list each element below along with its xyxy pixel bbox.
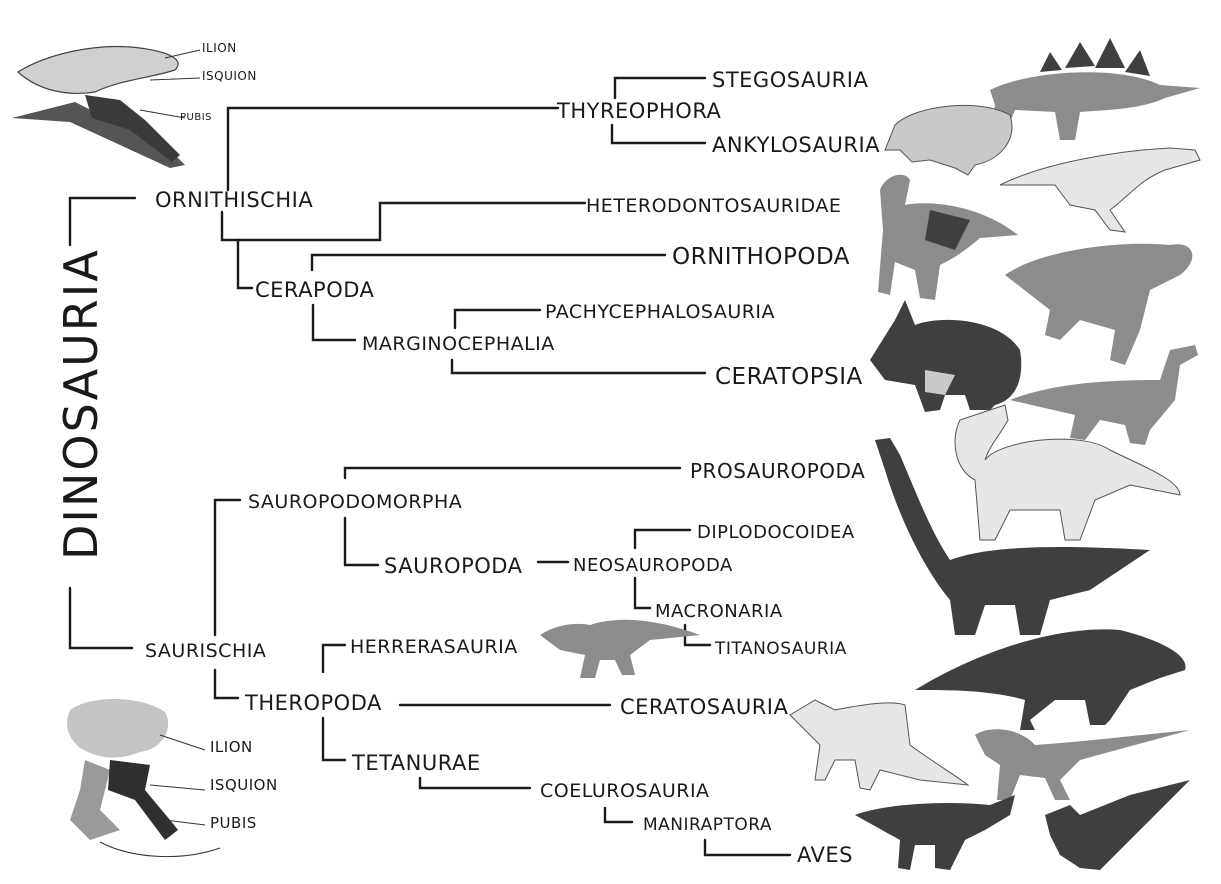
- saurischian-isquion-bone: [108, 760, 178, 840]
- branch-diplodocoidea: [635, 530, 690, 548]
- herrerasaurus-illustration: [540, 620, 700, 678]
- branch-root-bottom: [70, 588, 132, 648]
- label-ornithischia: ORNITHISCHIA: [155, 188, 313, 212]
- branch-macronaria: [635, 578, 650, 608]
- prosauropod-illustration: [1010, 345, 1198, 445]
- label-heterodontosauridae: HETERODONTOSAURIDAE: [586, 195, 841, 217]
- stegosaurus-illustration: [990, 38, 1200, 140]
- saurischian-pubis-label: PUBIS: [210, 814, 257, 832]
- branch-theropoda: [215, 670, 238, 698]
- branch-coelurosauria: [420, 778, 530, 788]
- ornithischian-pubis-label: PUBIS: [180, 112, 212, 123]
- branch-sauropodomorpha: [215, 500, 240, 635]
- ornithischian-ilion-label: ILION: [202, 41, 237, 55]
- label-tetanurae: TETANURAE: [351, 751, 481, 775]
- ornithischian-ilion-bone: [18, 47, 178, 94]
- ankylosaurus-illustration: [885, 105, 1012, 175]
- label-aves: AVES: [797, 843, 853, 867]
- label-titanosauria: TITANOSAURIA: [714, 639, 847, 659]
- saurischian-isquion-label: ISQUION: [210, 776, 278, 794]
- root-label-dinosauria: DINOSAURIA: [54, 248, 108, 560]
- ornithopod-illustration: [1000, 148, 1200, 232]
- branch-tetanurae: [323, 718, 345, 760]
- branch-ceratopsia: [452, 360, 705, 373]
- label-neosauropoda: NEOSAUROPODA: [573, 555, 733, 576]
- label-saurischia: SAURISCHIA: [145, 640, 266, 662]
- label-sauropoda: SAUROPODA: [384, 554, 523, 578]
- label-ceratopsia: CERATOPSIA: [715, 364, 863, 390]
- hadrosaur-illustration: [878, 175, 1018, 300]
- branch-aves: [705, 840, 790, 855]
- label-maniraptora: MANIRAPTORA: [643, 815, 772, 835]
- label-ornithopoda: ORNITHOPODA: [672, 244, 850, 270]
- branch-sauropoda: [345, 518, 378, 565]
- label-ceratosauria: CERATOSAURIA: [620, 695, 789, 719]
- label-ankylosauria: ANKYLOSAURIA: [712, 133, 880, 157]
- branch-pachy: [455, 310, 540, 328]
- label-theropoda: THEROPODA: [244, 691, 382, 715]
- branch-root-top: [70, 198, 135, 245]
- branch-marginocephalia: [313, 305, 355, 340]
- label-pachycephalosauria: PACHYCEPHALOSAURIA: [545, 301, 775, 323]
- branch-ornithopoda: [312, 255, 665, 270]
- label-marginocephalia: MARGINOCEPHALIA: [362, 333, 555, 355]
- tyrannosaur-illustration: [915, 629, 1186, 730]
- label-sauropodomorpha: SAUROPODOMORPHA: [248, 491, 462, 513]
- saurischian-ilion-label: ILION: [210, 738, 253, 756]
- branch-herrerasauria: [323, 645, 345, 672]
- label-stegosauria: STEGOSAURIA: [712, 68, 868, 92]
- pachycephalosaur-illustration: [1005, 244, 1192, 365]
- saurischian-pelvis-illustration: ILION ISQUION PUBIS: [67, 699, 278, 857]
- label-herrerasauria: HERRERASAURIA: [350, 636, 518, 658]
- saurischian-ilion-bone: [67, 699, 168, 758]
- branch-thyreophora: [228, 108, 558, 190]
- label-coelurosauria: COELUROSAURIA: [540, 780, 710, 802]
- branch-ornithischia-stem: [222, 212, 238, 240]
- maniraptoran-illustration: [855, 795, 1015, 870]
- branch-maniraptora: [605, 808, 632, 822]
- label-prosauropoda: PROSAUROPODA: [690, 459, 865, 483]
- spinosaur-illustration: [790, 700, 968, 790]
- label-macronaria: MACRONARIA: [655, 601, 783, 622]
- branch-stegosauria: [615, 78, 705, 98]
- ornithischian-pelvis-illustration: ILION ISQUION PUBIS: [12, 41, 257, 168]
- ceratopsian-illustration: [870, 300, 1021, 412]
- label-diplodocoidea: DIPLODOCOIDEA: [697, 522, 855, 543]
- label-thyreophora: THYREOPHORA: [556, 99, 722, 123]
- label-cerapoda: CERAPODA: [255, 278, 375, 302]
- ornithischian-isquion-label: ISQUION: [202, 69, 257, 83]
- branch-ankylosauria: [612, 125, 705, 143]
- branch-cerapoda: [238, 240, 252, 288]
- dinosaur-illustrations: [540, 38, 1200, 870]
- branch-prosauropoda: [345, 468, 680, 478]
